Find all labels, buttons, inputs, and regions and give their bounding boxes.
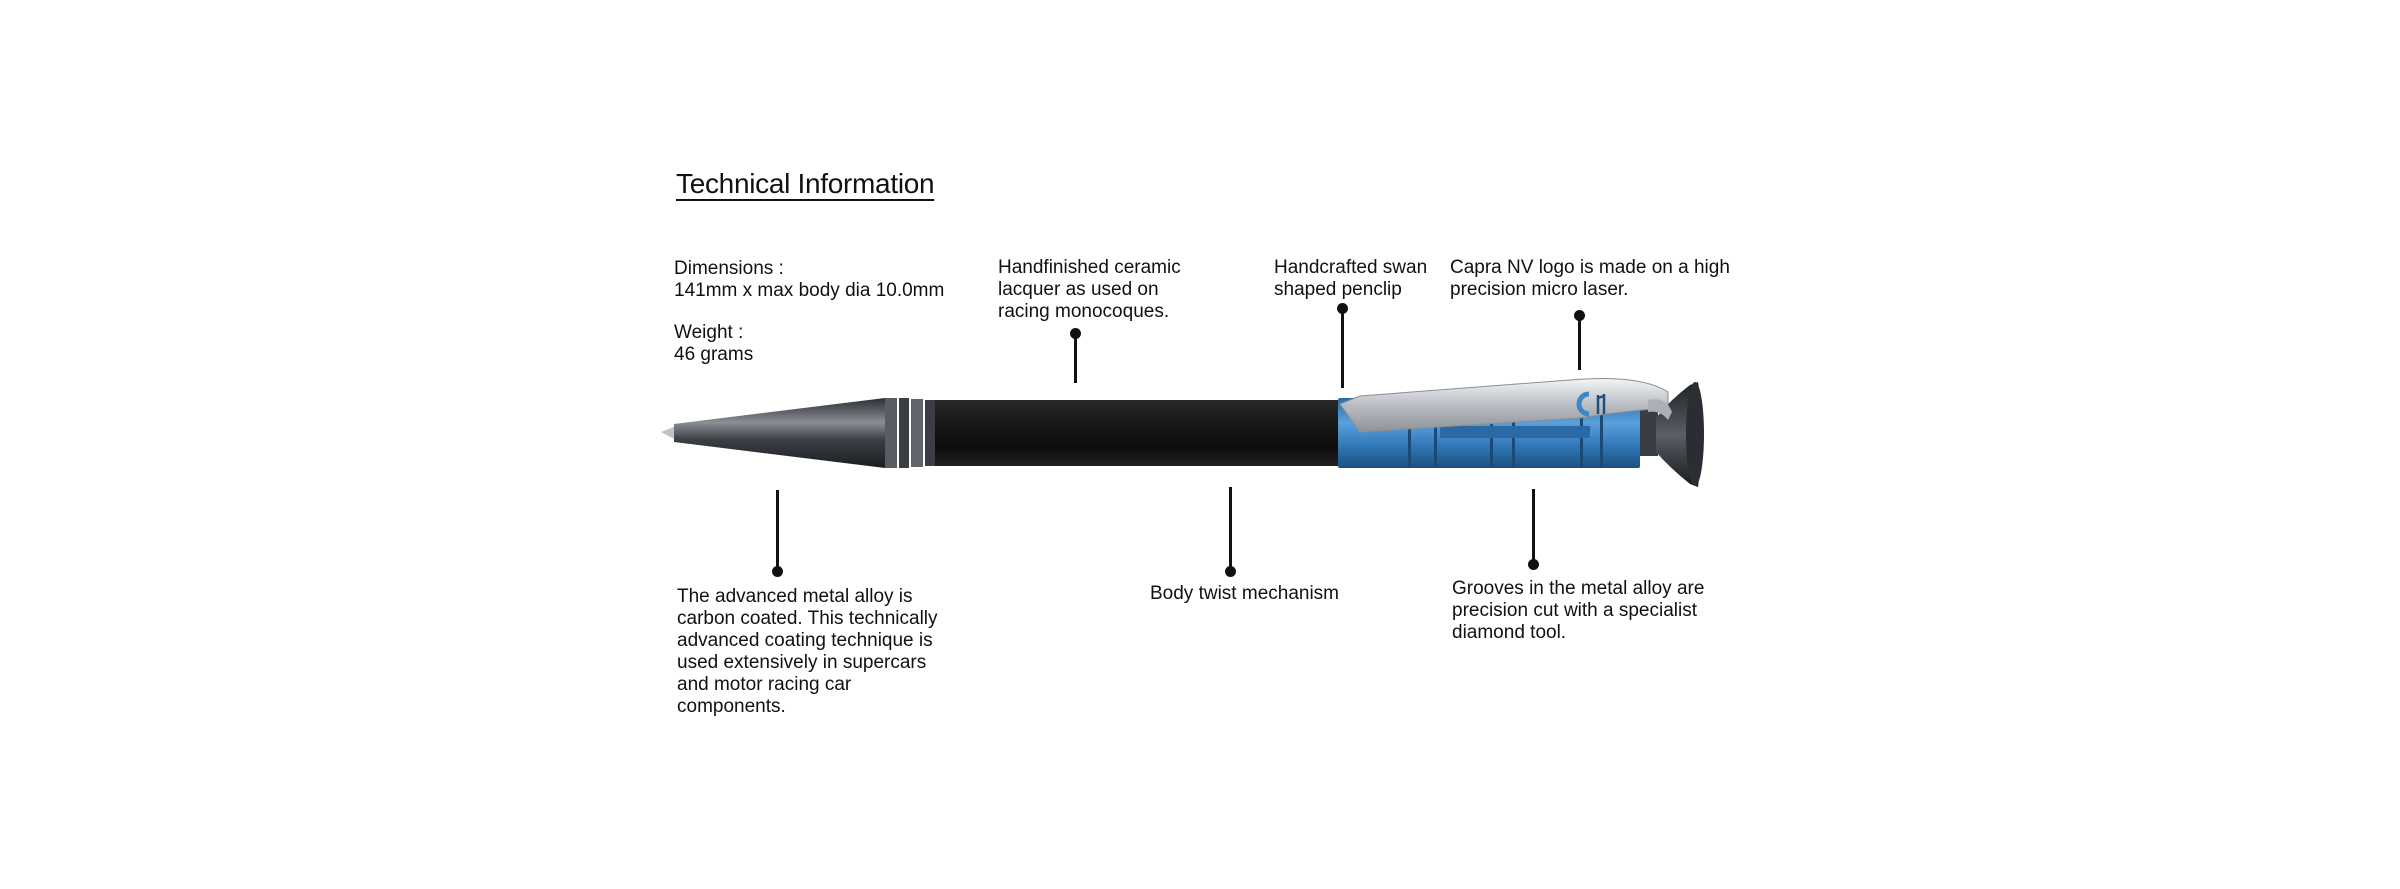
- groove-2: [1434, 398, 1437, 468]
- twist-leader-line: [1229, 487, 1232, 567]
- logo-callout: Capra NV logo is made on a high precisio…: [1450, 257, 1730, 300]
- pen-cone: [674, 398, 885, 468]
- capra-logo-icon: [1576, 391, 1590, 417]
- grooves-leader-line: [1532, 489, 1535, 563]
- twist-leader-dot: [1225, 566, 1236, 577]
- groove-6: [1600, 398, 1603, 468]
- pen-tip: [661, 426, 676, 440]
- weight-value: 46 grams: [674, 344, 754, 365]
- grooves-leader-dot: [1528, 559, 1539, 570]
- pen-end-cap-face: [1686, 382, 1704, 486]
- logo-leader-line: [1578, 315, 1581, 370]
- alloy-leader-dot: [772, 566, 783, 577]
- penclip-leader-line: [1341, 308, 1344, 388]
- pen-barrel: [935, 400, 1340, 466]
- pen-ring-1: [885, 398, 897, 468]
- lacquer-callout: Handfinished ceramic lacquer as used on …: [998, 257, 1181, 322]
- grooves-callout: Grooves in the metal alloy are precision…: [1452, 578, 1705, 643]
- weight-label: Weight :: [674, 322, 744, 343]
- pen-ring-3: [911, 399, 923, 467]
- lacquer-leader-line: [1074, 333, 1077, 383]
- dimensions-label: Dimensions :: [674, 258, 784, 279]
- page-title: Technical Information: [676, 168, 935, 199]
- groove-band: [1440, 426, 1590, 438]
- pen-ring-4: [925, 400, 935, 466]
- groove-1: [1408, 398, 1411, 468]
- pen-ring-2: [899, 398, 909, 468]
- alloy-callout: The advanced metal alloy is carbon coate…: [677, 586, 938, 717]
- alloy-leader-line: [776, 490, 779, 570]
- pen-clip-tail: [1648, 399, 1672, 420]
- penclip-callout: Handcrafted swan shaped penclip: [1274, 257, 1428, 300]
- cap-ring: [1640, 410, 1658, 456]
- twist-callout: Body twist mechanism: [1150, 583, 1340, 604]
- capra-logo-mark: [1596, 394, 1606, 414]
- dimensions-value: 141mm x max body dia 10.0mm: [674, 280, 945, 301]
